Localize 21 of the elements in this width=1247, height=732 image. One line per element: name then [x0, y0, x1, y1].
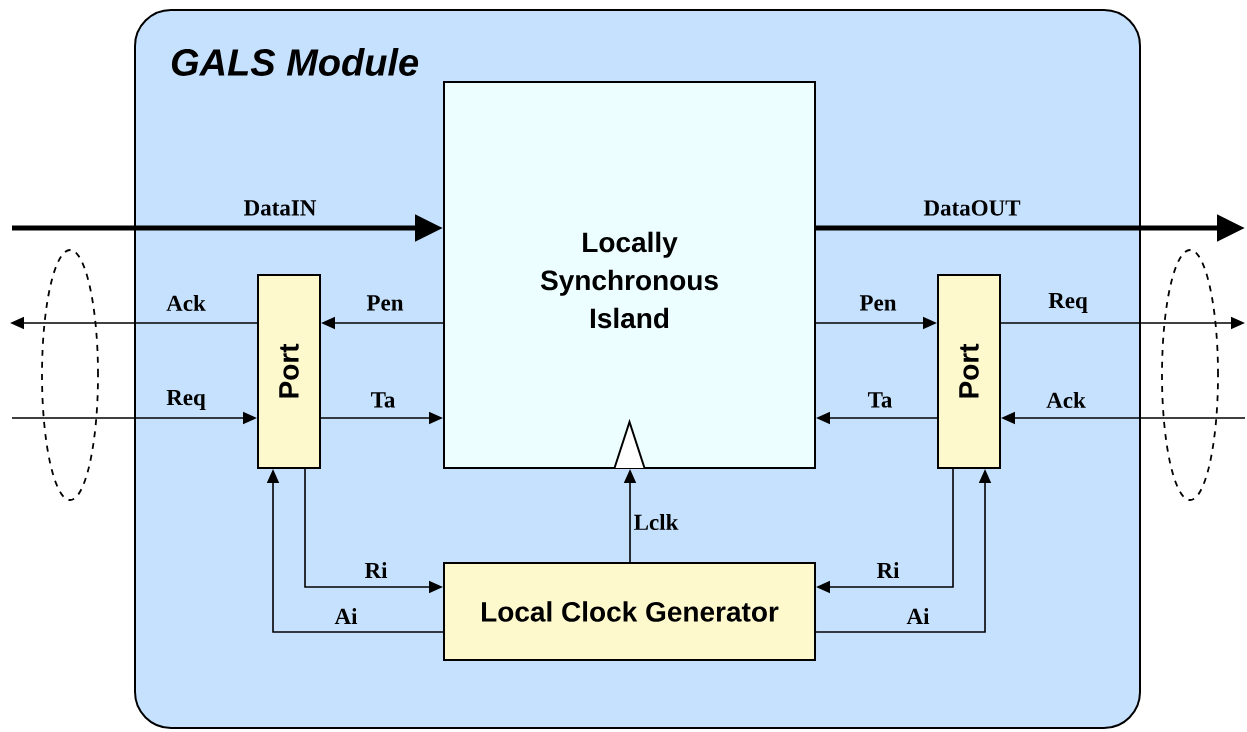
edge-label: Req	[1048, 293, 1088, 313]
port-box: Port	[937, 274, 1001, 469]
bundle-ellipse	[41, 249, 99, 501]
edge-label: Ta	[868, 392, 893, 408]
edge-label: Req	[166, 390, 206, 410]
edge-label: Ri	[364, 562, 388, 578]
edge-label: Ack	[166, 294, 206, 312]
island-box: Locally Synchronous Island	[443, 81, 816, 469]
edge-label: DataIN	[244, 200, 317, 216]
bundle-ellipse	[1161, 249, 1219, 501]
edge-label: Pen	[366, 295, 404, 311]
edge-label: Ack	[1046, 391, 1086, 409]
port-box: Port	[257, 274, 321, 469]
edge-label: Ta	[371, 392, 396, 408]
edge-label: Ai	[906, 608, 930, 624]
edge-label: Lclk	[634, 513, 679, 531]
edge-label: Pen	[859, 295, 897, 311]
clock-generator-box: Local Clock Generator	[443, 562, 816, 661]
edge-label: Ai	[334, 608, 358, 624]
edge-label: Ri	[876, 562, 900, 578]
edge-label: DataOUT	[923, 200, 1021, 216]
